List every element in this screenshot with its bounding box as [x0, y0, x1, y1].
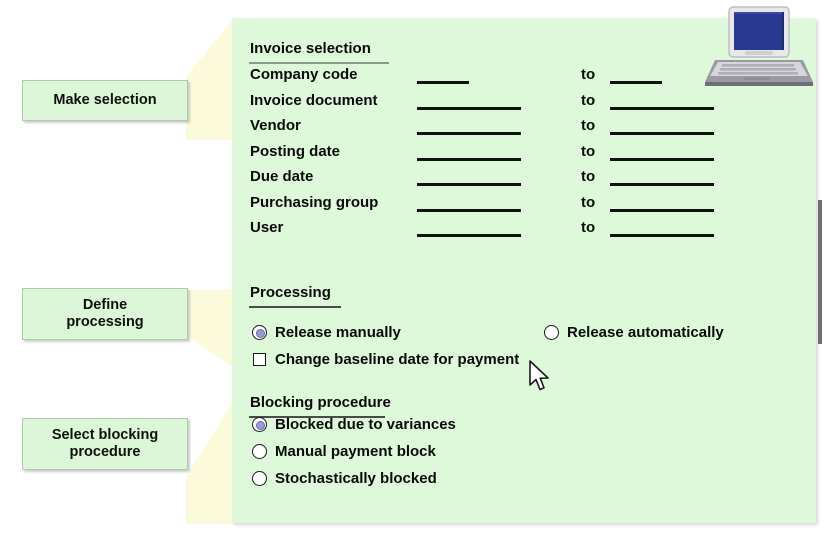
- field-to-label: to: [581, 142, 596, 160]
- field-to-label: to: [581, 117, 596, 134]
- connector-wedge-define-processing: [186, 290, 234, 368]
- section-rule-processing: [249, 306, 341, 308]
- checkbox-label: Change baseline date for payment: [275, 351, 520, 368]
- field-label: Vendor: [250, 117, 301, 134]
- field-label: Company code: [250, 66, 358, 83]
- field-row: Invoice document to: [250, 92, 790, 115]
- radio-release-automatically[interactable]: Release automatically: [544, 324, 724, 341]
- field-row: Posting date to: [250, 143, 790, 166]
- field-label: Invoice document: [250, 91, 378, 109]
- field-from-input[interactable]: [417, 183, 521, 186]
- field-to-label: to: [581, 168, 596, 185]
- mouse-cursor-icon: [529, 360, 549, 391]
- field-label: Due date: [250, 168, 314, 185]
- field-from-input[interactable]: [417, 81, 469, 84]
- field-to-label: to: [581, 193, 596, 211]
- field-to-input[interactable]: [610, 106, 714, 110]
- radio-indicator[interactable]: [252, 444, 267, 459]
- radio-stochastically-blocked[interactable]: Stochastically blocked: [252, 470, 437, 487]
- field-label: Purchasing group: [250, 193, 379, 211]
- section-heading-blocking-procedure: Blocking procedure: [250, 394, 391, 411]
- callout-make-selection: Make selection: [22, 80, 188, 121]
- field-row: User to: [250, 219, 790, 242]
- field-label: User: [250, 219, 284, 236]
- connector-wedge-select-blocking: [186, 400, 234, 524]
- section-rule-invoice-selection: [249, 62, 389, 64]
- field-from-input[interactable]: [417, 132, 521, 135]
- field-from-input[interactable]: [417, 234, 521, 237]
- radio-indicator[interactable]: [252, 471, 267, 486]
- field-to-input[interactable]: [610, 183, 714, 186]
- radio-label: Release manually: [275, 324, 401, 341]
- checkbox-change-baseline-date[interactable]: Change baseline date for payment: [253, 351, 519, 368]
- section-heading-processing: Processing: [250, 284, 331, 301]
- field-row: Vendor to: [250, 117, 790, 140]
- radio-indicator[interactable]: [252, 417, 267, 432]
- radio-indicator[interactable]: [252, 325, 267, 340]
- field-from-input[interactable]: [417, 106, 521, 110]
- field-to-label: to: [581, 219, 596, 236]
- field-to-input[interactable]: [610, 157, 714, 161]
- radio-label: Release automatically: [567, 324, 724, 341]
- radio-label: Manual payment block: [275, 443, 436, 460]
- field-to-input[interactable]: [610, 81, 662, 84]
- field-from-input[interactable]: [417, 157, 521, 161]
- radio-indicator[interactable]: [544, 325, 559, 340]
- field-to-input[interactable]: [610, 208, 714, 212]
- field-row: Purchasing group to: [250, 194, 790, 217]
- field-row: Company code to: [250, 66, 790, 89]
- radio-release-manually[interactable]: Release manually: [252, 324, 401, 341]
- laptop-icon: [705, 6, 813, 86]
- field-row: Due date to: [250, 168, 790, 191]
- callout-label: Make selection: [53, 92, 157, 108]
- field-to-label: to: [581, 91, 596, 109]
- radio-label: Stochastically blocked: [275, 470, 437, 487]
- radio-label: Blocked due to variances: [275, 416, 456, 433]
- checkbox-indicator[interactable]: [253, 353, 266, 366]
- field-to-input[interactable]: [610, 234, 714, 237]
- field-from-input[interactable]: [417, 208, 521, 212]
- field-to-label: to: [581, 66, 596, 83]
- section-heading-invoice-selection: Invoice selection: [250, 40, 371, 57]
- radio-blocked-due-to-variances[interactable]: Blocked due to variances: [252, 416, 456, 433]
- connector-wedge-make-selection: [186, 18, 234, 140]
- radio-manual-payment-block[interactable]: Manual payment block: [252, 443, 436, 460]
- field-to-input[interactable]: [610, 132, 714, 135]
- panel-right-edge-bar: [818, 200, 822, 344]
- field-label: Posting date: [250, 142, 341, 160]
- section-rule-blocking-procedure: [249, 416, 385, 418]
